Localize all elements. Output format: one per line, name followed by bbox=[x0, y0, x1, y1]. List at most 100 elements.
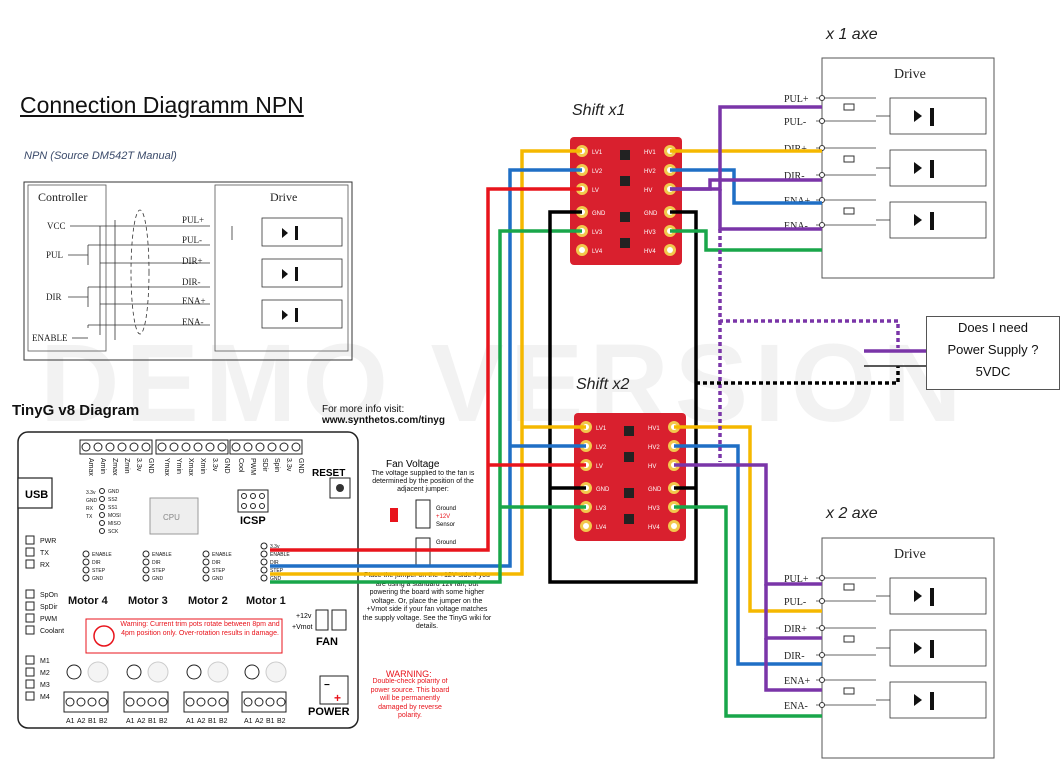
shift1-mosfet bbox=[620, 176, 630, 186]
motor-terminal-screw bbox=[207, 697, 217, 707]
wire-purple bbox=[674, 463, 822, 586]
motor-terminal-screw bbox=[218, 697, 228, 707]
trimpot-warning-box bbox=[85, 618, 283, 654]
shift2-mosfet bbox=[624, 514, 634, 524]
svg-text:PUL-: PUL- bbox=[182, 235, 202, 245]
motor-pin bbox=[260, 550, 268, 558]
shift2-right-pin-label: HV2 bbox=[648, 445, 660, 451]
fan-voltage-text: The voltage supplied to the fan is deter… bbox=[371, 470, 475, 493]
drive1-terminal-pin bbox=[819, 95, 825, 101]
motor-pin bbox=[142, 558, 150, 566]
shift2-left-pin-label: LV1 bbox=[596, 426, 607, 432]
motor-label: Motor 3 bbox=[128, 595, 168, 607]
shift2-right-pin-label: HV4 bbox=[648, 525, 660, 531]
drive2-resistor bbox=[843, 583, 855, 591]
wire-purple-dotted bbox=[718, 229, 900, 348]
motor-cap bbox=[147, 661, 169, 683]
led-label: PWR bbox=[40, 538, 56, 545]
trimpot-warning: Warning: Current trim pots rotate betwee… bbox=[120, 621, 280, 637]
header-pin bbox=[117, 442, 127, 452]
spi-pin bbox=[99, 504, 105, 510]
header-pin bbox=[157, 442, 167, 452]
drive2-led-icon bbox=[914, 694, 922, 706]
shift2-left-pin-label: LV3 bbox=[596, 506, 607, 512]
header-pin bbox=[243, 442, 253, 452]
manual-controller-label: Controller bbox=[38, 190, 87, 204]
manual-drive-label: Drive bbox=[270, 190, 297, 204]
question-line1: Does I need bbox=[957, 320, 1029, 335]
led-indicator bbox=[25, 601, 35, 611]
svg-text:ENA-: ENA- bbox=[182, 317, 204, 327]
trimpot-warning-text: Warning: Current trim pots rotate betwee… bbox=[120, 621, 280, 637]
drive1-terminal-label: PUL+ bbox=[784, 94, 809, 105]
spi-left-label: TX bbox=[86, 514, 93, 520]
motor-pin bbox=[260, 558, 268, 566]
drive1-terminal-label: ENA- bbox=[784, 221, 808, 232]
shift1-right-pin-label: HV2 bbox=[644, 169, 656, 175]
motor-pin bbox=[142, 550, 150, 558]
wire-yellow bbox=[270, 149, 582, 576]
fan-voltage-note: Fan Voltage The voltage supplied to the … bbox=[363, 459, 491, 719]
motor-pin-label: ENABLE bbox=[92, 552, 112, 558]
polarity-warning-text: Double-check polarity of power source. T… bbox=[370, 678, 450, 719]
motor-pin bbox=[82, 574, 90, 582]
motor-terminal-label: A2 bbox=[197, 718, 206, 725]
drive2-led-icon bbox=[914, 590, 922, 602]
motor-terminal-label: A2 bbox=[137, 718, 146, 725]
manual-excerpt: Controller Drive VCC PUL DIR ENABLE bbox=[23, 181, 353, 361]
header-pin-label: PWM bbox=[249, 458, 256, 475]
motor-terminal-label: A2 bbox=[77, 718, 86, 725]
led-indicator bbox=[25, 535, 35, 545]
motor-pin-label: ENABLE bbox=[212, 552, 232, 558]
led-indicator bbox=[25, 547, 35, 557]
shift2-label: Shift x2 bbox=[576, 376, 630, 393]
shift1-left-hole bbox=[579, 247, 585, 253]
motor-terminal-screw bbox=[98, 697, 108, 707]
fan-label: FAN bbox=[316, 636, 338, 648]
header-pin-label: Xmax bbox=[187, 458, 194, 476]
motor-pin-label: GND bbox=[212, 576, 224, 582]
header-block bbox=[155, 439, 229, 455]
question-line2: Power Supply ? bbox=[947, 342, 1039, 357]
jumper2-ground: Ground bbox=[436, 540, 456, 546]
shift1-pcb bbox=[570, 137, 682, 265]
motor-terminal-label: A1 bbox=[244, 718, 253, 725]
shift1-left-pin-label: LV3 bbox=[592, 230, 603, 236]
motor-label: Motor 4 bbox=[68, 595, 109, 607]
polarity-warning: Double-check polarity of power source. T… bbox=[370, 678, 450, 719]
tinyg-info: For more info visit: www.synthetos.com/t… bbox=[322, 404, 445, 426]
motor-pin-label: STEP bbox=[152, 568, 166, 574]
shift1-right-pin-label: HV1 bbox=[644, 150, 656, 156]
tinyg-title: TinyG v8 Diagram bbox=[12, 402, 140, 419]
led-indicator bbox=[25, 589, 35, 599]
manual-terminals: PUL+ PUL- DIR+ DIR- ENA+ ENA- bbox=[182, 215, 206, 327]
shift2-mosfet bbox=[624, 426, 634, 436]
motor-pin-label: GND bbox=[92, 576, 104, 582]
jumper1-pins bbox=[415, 499, 431, 529]
jumper1-12v: +12V bbox=[436, 514, 450, 520]
wire-green bbox=[670, 229, 822, 252]
motor-terminal-block bbox=[63, 691, 109, 713]
spi-pin bbox=[99, 528, 105, 534]
usb-label: USB bbox=[25, 489, 48, 501]
motor-terminal-screw bbox=[125, 697, 135, 707]
power-plus-icon: + bbox=[334, 691, 341, 705]
header-block bbox=[79, 439, 153, 455]
motor-terminal-label: A1 bbox=[126, 718, 135, 725]
led-indicator bbox=[25, 613, 35, 623]
spi-right-label: MISO bbox=[108, 521, 121, 527]
shift1-right-hole bbox=[667, 247, 673, 253]
led-label: M1 bbox=[40, 658, 50, 665]
tinyg-outline bbox=[17, 431, 359, 729]
led-label: PWM bbox=[40, 616, 57, 623]
led-indicator bbox=[25, 655, 35, 665]
drive1-resistor bbox=[843, 207, 855, 215]
trimpot bbox=[244, 664, 260, 680]
drive2-terminal-label: PUL- bbox=[784, 597, 806, 608]
drive2-terminal-pin bbox=[819, 677, 825, 683]
motor-pin bbox=[82, 550, 90, 558]
motor-terminal-screw bbox=[276, 697, 286, 707]
